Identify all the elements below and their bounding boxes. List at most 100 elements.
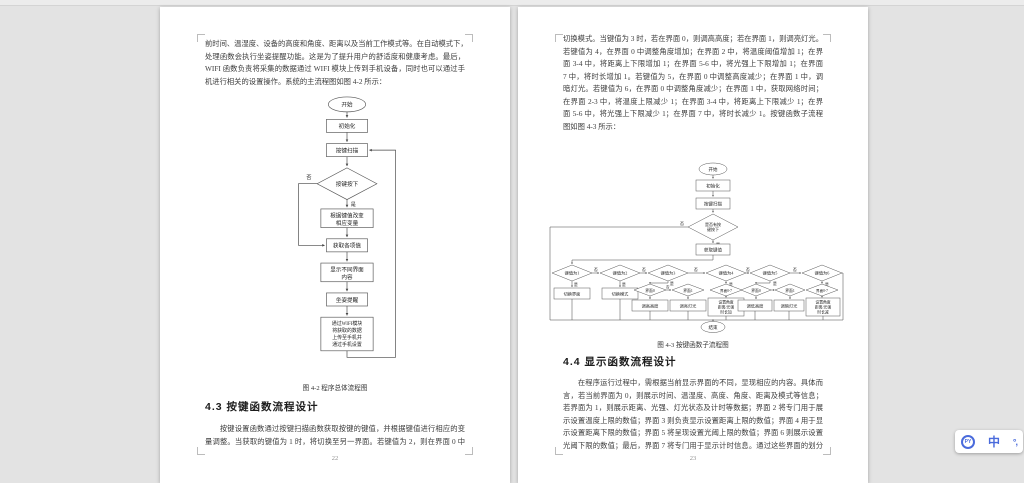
page-number: 22: [331, 455, 339, 462]
svg-text:时长减: 时长减: [817, 310, 829, 315]
branch-label-no: 否: [793, 268, 797, 272]
svg-text:界面0-7: 界面0-7: [816, 288, 828, 293]
section-heading-4-4: 4.4 显示函数流程设计: [563, 356, 677, 368]
svg-text:显示不同界面: 显示不同界面: [330, 266, 364, 273]
svg-text:距离/光强: 距离/光强: [815, 305, 831, 310]
document-page-left: 前时间、温湿度、设备的高度和角度、距离以及当前工作模式等。在自动模式下， 处理函…: [160, 7, 510, 483]
text-line: 暗灯光。若键值为 6，在界面 0 中调整角度减少；在界面 1 中，获取网络时间；: [563, 84, 823, 93]
page-number: 23: [689, 455, 697, 462]
svg-text:上传至手机并: 上传至手机并: [332, 334, 362, 341]
svg-text:设置角度: 设置角度: [718, 300, 733, 305]
flow-node-display: 显示不同界面 内容: [320, 262, 374, 283]
flow-decision-kv6: 键值为6: [801, 264, 843, 282]
svg-text:调低高度: 调低高度: [747, 303, 765, 310]
margin-mark: [465, 34, 473, 42]
flow-decision-ui07-inc: 界面0-7: [709, 283, 743, 297]
flow-node-lower-height: 调低高度: [737, 299, 773, 312]
svg-text:时长加: 时长加: [720, 310, 732, 315]
text-line: 7 中，将时长增加 1。若键值为 5，在界面 0 中调整高度减少；在界面 1 中…: [563, 71, 823, 81]
text-line: 在程序运行过程中，需根据当前显示界面的不同，显现相应的内容。具体而: [563, 378, 823, 387]
text-line: 示设置温度上限的数值；界面 3 则负责显示设置距离上限的数值；界面 4 用于显: [563, 415, 823, 425]
svg-text:获取键值: 获取键值: [704, 247, 722, 254]
branch-label-no: 否: [746, 268, 750, 272]
svg-text:结束: 结束: [709, 324, 718, 331]
flow-node-raise-height: 调高高度: [631, 299, 669, 312]
svg-text:界面1: 界面1: [683, 288, 693, 293]
svg-text:相应变量: 相应变量: [336, 219, 359, 227]
flow-node-posture: 坐姿提醒: [326, 292, 368, 307]
text-line: 机进行相关的设置操作。系统的主流程图如图 4-2 所示：: [205, 76, 387, 86]
svg-text:获取各项值: 获取各项值: [333, 242, 361, 250]
flow-decision-ui0-b: 界面0: [740, 283, 772, 297]
svg-text:调暗灯光: 调暗灯光: [781, 303, 798, 310]
svg-text:键值为2: 键值为2: [613, 270, 628, 277]
branch-label-yes: 是: [773, 281, 777, 286]
flow-decision-ui1-b: 界面1: [774, 283, 806, 297]
key-function-flowchart: 开始 初始化 按键扫描 是否有按 键按下 否 是 获取键值 键值为1: [549, 162, 844, 333]
branch-label-no: 否: [666, 285, 670, 289]
svg-text:键值为4: 键值为4: [719, 270, 735, 277]
svg-text:通过WIFI模块: 通过WIFI模块: [332, 320, 363, 327]
branch-label-no: 否: [594, 268, 598, 272]
figure-caption: 图 4-3 按键函数子流程图: [657, 342, 729, 349]
document-page-right: 切换模式。当键值为 3 时，若在界面 0，则调高高度；若在界面 1，则调亮灯光。…: [518, 7, 868, 483]
text-line: 按键设置函数通过按键扫描函数获取按键的键值，并根据键值进行相应的变: [205, 424, 465, 433]
flow-node-scan: 按键扫描: [695, 197, 731, 210]
flow-node-start: 开始: [698, 162, 728, 176]
svg-text:通过手机设置: 通过手机设置: [332, 341, 362, 348]
flow-node-init: 初始化: [326, 119, 368, 133]
flow-decision-ui07-dec: 界面0-7: [805, 283, 839, 297]
branch-label-yes: 是: [670, 281, 674, 286]
margin-mark: [823, 34, 831, 42]
flow-decision-kv3: 键值为3: [647, 264, 689, 282]
section-heading-4-3: 4.3 按键函数流程设计: [205, 401, 319, 413]
paragraph: 按键设置函数通过按键扫描函数获取按键的键值，并根据键值进行相应的变 量调整。当获…: [205, 423, 465, 448]
text-line: 若界面为 1，则展示距离、光强、灯光状态及计时等数据；界面 2 将专门用于展: [563, 403, 823, 412]
svg-text:设置角度: 设置角度: [815, 300, 830, 305]
svg-text:按键扫描: 按键扫描: [336, 146, 359, 154]
svg-text:根据键值改变: 根据键值改变: [330, 211, 364, 219]
branch-label-no: 否: [694, 268, 698, 272]
flow-node-wifi: 通过WIFI模块 将获取的数据 上传至手机并 通过手机设置: [320, 316, 374, 352]
flow-node-start: 开始: [328, 96, 366, 113]
svg-text:距离/光强: 距离/光强: [718, 305, 734, 310]
svg-text:内容: 内容: [341, 273, 353, 281]
svg-text:切换模式: 切换模式: [612, 291, 630, 298]
text-line: 切换模式。当键值为 3 时，若在界面 0，则调高高度；若在界面 1，则调亮灯光。: [563, 34, 823, 43]
flow-decision-haskey: 是否有按 键按下: [687, 213, 739, 241]
text-line: WIFI 函数负责将采集的数据通过 WIFI 模块上传到手机设备，同时也可以通过…: [205, 64, 465, 73]
text-line: 处理函数会执行坐姿提醒功能。这是为了提升用户的舒适度和健康考虑。最后，: [205, 51, 465, 61]
margin-mark: [197, 34, 205, 42]
paragraph: 在程序运行过程中，需根据当前显示界面的不同，显现相应的内容。具体而 言，若当前界…: [563, 377, 823, 452]
flow-decision-pressed: 按键按下: [316, 167, 378, 200]
branch-label-yes: 是: [825, 282, 829, 287]
flow-node-end: 结束: [700, 321, 726, 333]
flow-decision-ui1: 界面1: [671, 283, 705, 297]
svg-text:是否有按: 是否有按: [705, 221, 721, 227]
svg-text:初始化: 初始化: [706, 183, 720, 190]
branch-label-no: 否: [642, 268, 646, 272]
flow-node-decrease-settings: 设置角度 距离/光强 时长减: [805, 297, 841, 317]
margin-mark: [555, 34, 563, 42]
text-line: 前时间、温湿度、设备的高度和角度、距离以及当前工作模式等。在自动模式下，: [205, 39, 465, 48]
branch-label-yes: 是: [729, 282, 733, 287]
svg-text:界面0: 界面0: [751, 288, 761, 293]
branch-label-yes: 是: [351, 201, 356, 208]
ime-status-bar[interactable]: PY 中 °,: [955, 430, 1023, 453]
svg-text:键按下: 键按下: [707, 226, 719, 232]
svg-text:键值为5: 键值为5: [763, 270, 778, 277]
ime-chinese-mode-toggle[interactable]: 中: [987, 435, 1000, 449]
workspace-top-strip: [0, 0, 1024, 6]
text-line: 光阈下限的数值；最后，界面 7 将专门用于显示计时信息。通过这些界面的划分: [563, 440, 823, 450]
branch-label-no: 否: [306, 174, 311, 181]
text-line: 面 3-4 中，将距离上下限增加 1；在界面 5-6 中，将光强上下限增加 1；…: [563, 59, 823, 68]
paragraph: 前时间、温湿度、设备的高度和角度、距离以及当前工作模式等。在自动模式下， 处理函…: [205, 38, 465, 88]
flow-decision-ui0: 界面0: [633, 283, 667, 297]
ime-logo-icon[interactable]: PY: [961, 434, 975, 449]
text-line: 量调整。当获取的键值为 1 时，将切换至另一界面。若键值为 2，则在界面 0 中: [205, 436, 465, 446]
ime-punctuation-toggle[interactable]: °,: [1012, 436, 1018, 447]
svg-text:坐姿提醒: 坐姿提醒: [336, 296, 359, 304]
margin-mark: [823, 447, 831, 455]
text-line: 在界面 2-3 中，将温度上限减少 1；在界面 3-4 中，将距离上下限减少 1…: [563, 96, 823, 106]
text-line: 图如图 4-3 所示：: [563, 121, 621, 131]
